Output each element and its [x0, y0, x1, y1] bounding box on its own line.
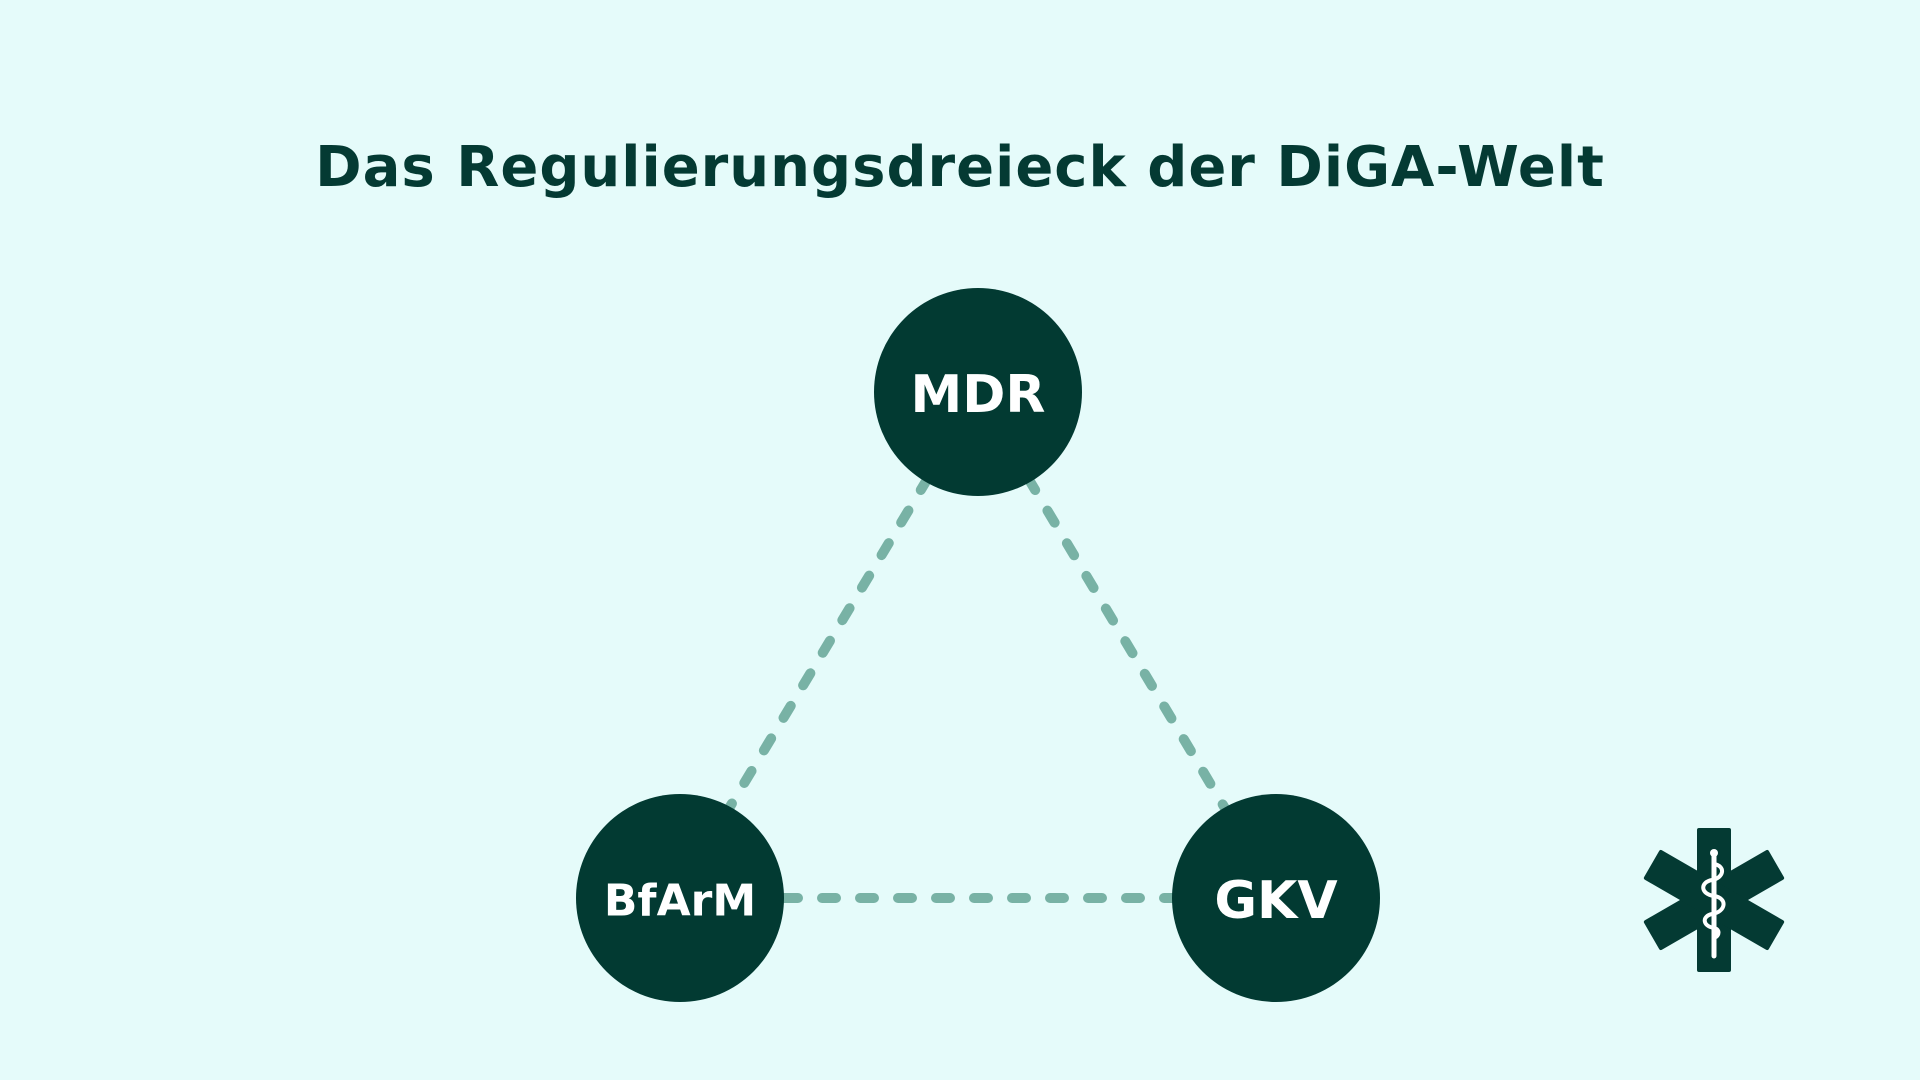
node-bfarm-circle — [576, 794, 784, 1002]
node-mdr-label: MDR — [911, 365, 1046, 425]
connector-mdr-gkv — [1023, 473, 1231, 815]
node-gkv: GKV — [1172, 794, 1380, 1002]
page-title: Das Regulierungsdreieck der DiGA-Welt — [315, 135, 1605, 200]
node-mdr: MDR — [874, 288, 1082, 496]
node-bfarm-label: BfArM — [604, 876, 756, 927]
star-of-life-icon — [1643, 828, 1785, 972]
node-mdr-circle — [874, 288, 1082, 496]
node-bfarm: BfArM — [576, 794, 784, 1002]
node-gkv-label: GKV — [1214, 871, 1337, 931]
node-gkv-circle — [1172, 794, 1380, 1002]
connector-mdr-bfarm — [723, 473, 933, 815]
